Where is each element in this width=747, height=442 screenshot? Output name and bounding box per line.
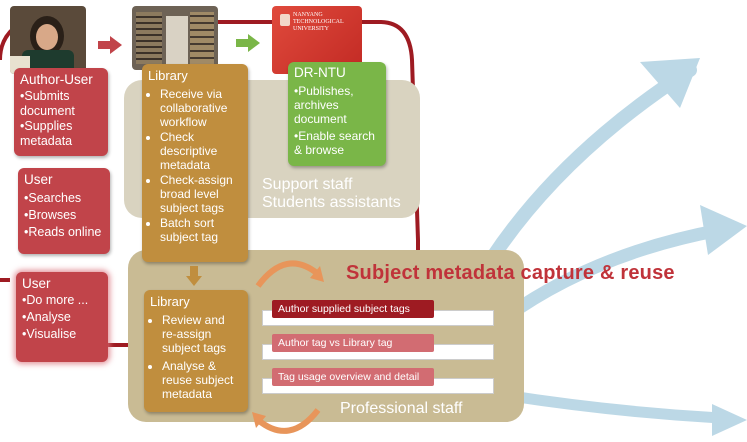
user-search-box: User •Searches •Browses •Reads online (18, 168, 110, 254)
library-photo (132, 6, 218, 70)
tag-author-supplied: Author supplied subject tags (272, 300, 434, 318)
author-user-item: •Supplies metadata (20, 119, 73, 148)
library-workflow-item: Batch sort subject tag (160, 216, 242, 244)
user-analyse-item: •Do more ... (22, 293, 89, 307)
cycle-arrow-top-icon (255, 260, 324, 288)
user-analyse-item: •Visualise (22, 327, 77, 341)
tag-author-vs-library: Author tag vs Library tag (272, 334, 434, 352)
professional-staff-label: Professional staff (340, 400, 463, 417)
library-review-item: Review and re-assign subject tags (162, 313, 242, 355)
arrow-down-icon (186, 266, 202, 286)
user-analyse-item: •Analyse (22, 310, 71, 324)
user-search-item: •Reads online (24, 225, 102, 239)
user-search-item: •Browses (24, 208, 77, 222)
user-analyse-box: User •Do more ... •Analyse •Visualise (16, 272, 108, 362)
library-workflow-box: Library Receive via collaborative workfl… (142, 64, 248, 262)
ntu-crest-icon (280, 14, 290, 26)
author-user-item: •Submits document (20, 89, 75, 118)
dr-ntu-item: •Publishes, archives document (294, 84, 354, 126)
user-search-title: User (24, 172, 53, 187)
logo-line-1: NANYANG (293, 12, 323, 18)
support-staff-label: Support staff Students assistants (262, 176, 401, 212)
library-review-box: Library Review and re-assign subject tag… (144, 290, 248, 412)
logo-line-3: UNIVERSITY (293, 26, 329, 32)
arrow-author-to-library-icon (98, 36, 122, 54)
library-workflow-item: Check descriptive metadata (160, 130, 242, 172)
support-staff-line: Students assistants (262, 194, 401, 211)
library-workflow-item: Receive via collaborative workflow (160, 87, 242, 129)
library-review-item: Analyse & reuse subject metadata (162, 359, 242, 401)
frame-line-right (200, 20, 420, 250)
headline: Subject metadata capture & reuse (346, 262, 675, 284)
logo-line-2: TECHNOLOGICAL (293, 19, 344, 25)
user-search-item: •Searches (24, 191, 82, 205)
library-review-title: Library (150, 294, 190, 309)
dr-ntu-box: DR-NTU •Publishes, archives document •En… (288, 62, 386, 166)
author-photo (10, 6, 86, 74)
tag-usage-overview: Tag usage overview and detail (272, 368, 434, 386)
library-workflow-title: Library (148, 68, 188, 83)
cycle-arrow-bottom-icon (252, 408, 321, 434)
dr-ntu-title: DR-NTU (294, 65, 346, 80)
support-staff-line: Support staff (262, 176, 353, 193)
library-workflow-item: Check-assign broad level subject tags (160, 173, 242, 215)
author-user-box: Author-User •Submits document •Supplies … (14, 68, 108, 156)
dr-ntu-item: •Enable search & browse (294, 129, 375, 157)
arrow-library-to-drntu-icon (236, 34, 260, 52)
author-user-title: Author-User (20, 72, 93, 87)
user-analyse-title: User (22, 276, 51, 291)
